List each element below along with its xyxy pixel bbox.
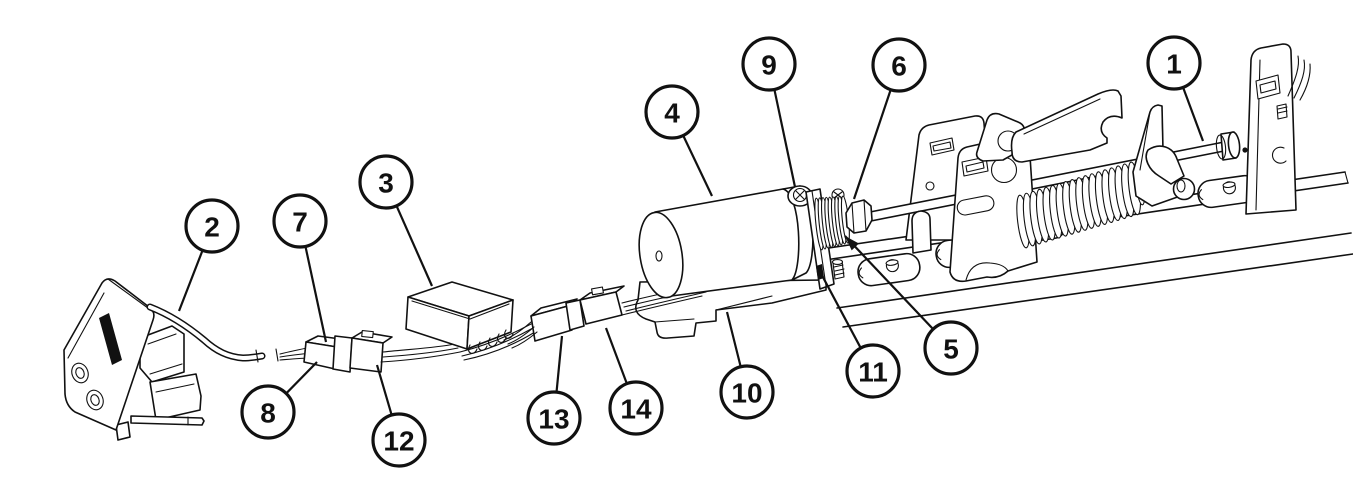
control-mount-bracket (139, 325, 202, 421)
callout-leader (555, 335, 564, 393)
callout-number: 5 (943, 334, 959, 365)
callout-number: 7 (292, 207, 308, 238)
callout-1: 1 (1146, 35, 1205, 142)
rod-hole (1242, 147, 1248, 153)
callout-leader (816, 265, 862, 349)
callout-3: 3 (358, 154, 434, 287)
control-body (63, 278, 155, 431)
motor-end-cap (638, 211, 684, 299)
callout-circle (272, 193, 328, 249)
callout-number: 10 (731, 378, 762, 409)
callout-9: 9 (741, 36, 797, 188)
connector-pair-b (530, 285, 625, 342)
callout-number: 6 (891, 51, 907, 82)
callout-number: 8 (260, 398, 276, 429)
wedge-and-roller (1132, 104, 1196, 207)
callout-arrowhead (845, 236, 859, 251)
callout-2: 2 (177, 198, 240, 312)
control-buttons (71, 362, 104, 411)
callout-circle (184, 198, 240, 254)
callout-circle (845, 343, 901, 399)
front-bracket-plate (949, 133, 1038, 283)
callout-circle (608, 380, 664, 436)
callout-leader (1182, 86, 1205, 142)
c-clip (1271, 146, 1287, 164)
callout-number: 4 (664, 98, 680, 129)
callout-14: 14 (604, 327, 664, 436)
callout-circle (719, 364, 775, 420)
callout-circle (871, 37, 927, 93)
control-box (405, 281, 514, 354)
callout-circle (644, 84, 700, 140)
spacer-post (911, 210, 932, 254)
callout-leader (285, 361, 318, 395)
drive-spring (1016, 161, 1146, 249)
callout-number: 3 (378, 168, 394, 199)
adjusting-nut (845, 199, 873, 234)
callout-leader (375, 364, 393, 416)
motor-shaft-hole (655, 250, 663, 262)
callout-number: 11 (858, 357, 888, 388)
callout-circle (526, 390, 582, 446)
callout-leader (852, 89, 892, 200)
motor-top-screw (787, 185, 813, 207)
cable-ferrule (255, 348, 279, 363)
callout-leader (725, 311, 742, 368)
control-rod (130, 415, 205, 426)
worm-spring (814, 195, 850, 251)
callout-number: 2 (204, 212, 220, 243)
callout-13: 13 (526, 335, 582, 446)
callout-circle (358, 154, 414, 210)
callout-leader (844, 235, 934, 330)
callout-circle (741, 36, 797, 92)
end-screw (1276, 103, 1288, 120)
rod-collar (1215, 131, 1241, 161)
callout-circle (923, 320, 979, 376)
callout-circle (371, 412, 427, 468)
callout-number: 13 (538, 404, 569, 435)
callout-5: 5 (844, 235, 979, 376)
motor (638, 185, 814, 299)
callout-leader (773, 89, 797, 188)
callout-leader (682, 135, 713, 197)
callout-circle (240, 384, 296, 440)
connector-pair-a (303, 329, 393, 373)
callout-leader (304, 246, 328, 343)
end-bracket-plate (1245, 43, 1311, 215)
release-handle (975, 89, 1123, 163)
callout-11: 11 (816, 265, 901, 399)
hand-control (63, 278, 279, 441)
callout-6: 6 (852, 37, 927, 200)
set-screw (831, 259, 845, 280)
callout-8: 8 (240, 361, 318, 440)
callout-number: 1 (1166, 49, 1182, 80)
wiring-harness (279, 281, 625, 373)
callout-leader (395, 205, 434, 287)
control-pin (115, 421, 131, 441)
callout-number: 14 (620, 394, 652, 425)
callout-leader (177, 249, 204, 312)
callout-12: 12 (371, 364, 427, 468)
callout-7: 7 (272, 193, 328, 343)
brand-label (99, 313, 122, 365)
control-cable (146, 303, 279, 363)
callout-number: 9 (761, 50, 777, 81)
callout-circle (1146, 35, 1202, 91)
callout-leader (604, 327, 628, 385)
callout-number: 12 (383, 426, 414, 457)
callout-10: 10 (719, 311, 775, 420)
callout-4: 4 (644, 84, 713, 197)
